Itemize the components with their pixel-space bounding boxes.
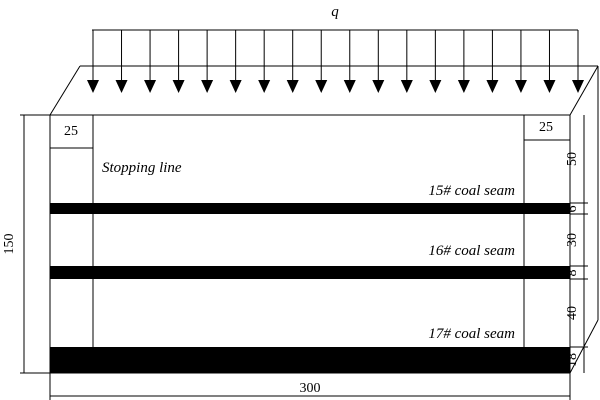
load-arrow-head: [400, 80, 413, 93]
load-arrow-head: [286, 80, 299, 93]
stopping-line-label: Stopping line: [102, 160, 182, 176]
coal-seam-16: [50, 266, 570, 279]
model-top-right-edge: [569, 65, 599, 116]
load-arrow-head: [115, 80, 128, 93]
load-arrow-head: [372, 80, 385, 93]
load-arrow-head: [343, 80, 356, 93]
height-dimension: [20, 114, 50, 374]
seam-15-thickness-label: 6: [565, 206, 580, 213]
gap-16-17-label: 40: [565, 306, 580, 320]
load-arrows: [87, 30, 584, 93]
load-arrow-head: [514, 80, 527, 93]
seam-16-thickness-label: 8: [565, 270, 580, 277]
load-arrow-head: [201, 80, 214, 93]
load-arrow-head: [457, 80, 470, 93]
coal-seam-15: [50, 203, 570, 214]
load-arrow-head: [87, 80, 99, 93]
coal-seam-17-label: 17# coal seam: [428, 326, 515, 342]
coal-seam-17: [50, 347, 570, 373]
load-arrow-head: [429, 80, 442, 93]
load-arrow-head: [572, 80, 584, 93]
stopping-lines: [92, 115, 525, 347]
width-dimension: [49, 373, 571, 400]
gap-15-16-label: 30: [565, 233, 580, 247]
load-arrow-head: [486, 80, 499, 93]
width-label: 300: [300, 381, 321, 396]
load-arrow-head: [229, 80, 242, 93]
right-offset-label: 25: [539, 120, 553, 135]
load-symbol: q: [331, 4, 339, 20]
coal-seam-16-label: 16# coal seam: [428, 243, 515, 259]
left-offset-label: 25: [64, 124, 78, 139]
seam-17-thickness-label: 18: [565, 353, 580, 367]
load-arrow-head: [315, 80, 328, 93]
load-arrow-head: [172, 80, 185, 93]
gap-top-label: 50: [565, 152, 580, 166]
right-dimension-chain: [570, 115, 588, 373]
load-arrow-head: [144, 80, 157, 93]
coal-seams: [50, 203, 570, 373]
distributed-load: q: [87, 4, 584, 93]
coal-seam-15-label: 15# coal seam: [428, 183, 515, 199]
model-top-left-edge: [49, 65, 81, 116]
height-label: 150: [2, 234, 17, 255]
load-arrow-head: [258, 80, 271, 93]
load-arrow-head: [543, 80, 556, 93]
model-box: [49, 65, 599, 374]
